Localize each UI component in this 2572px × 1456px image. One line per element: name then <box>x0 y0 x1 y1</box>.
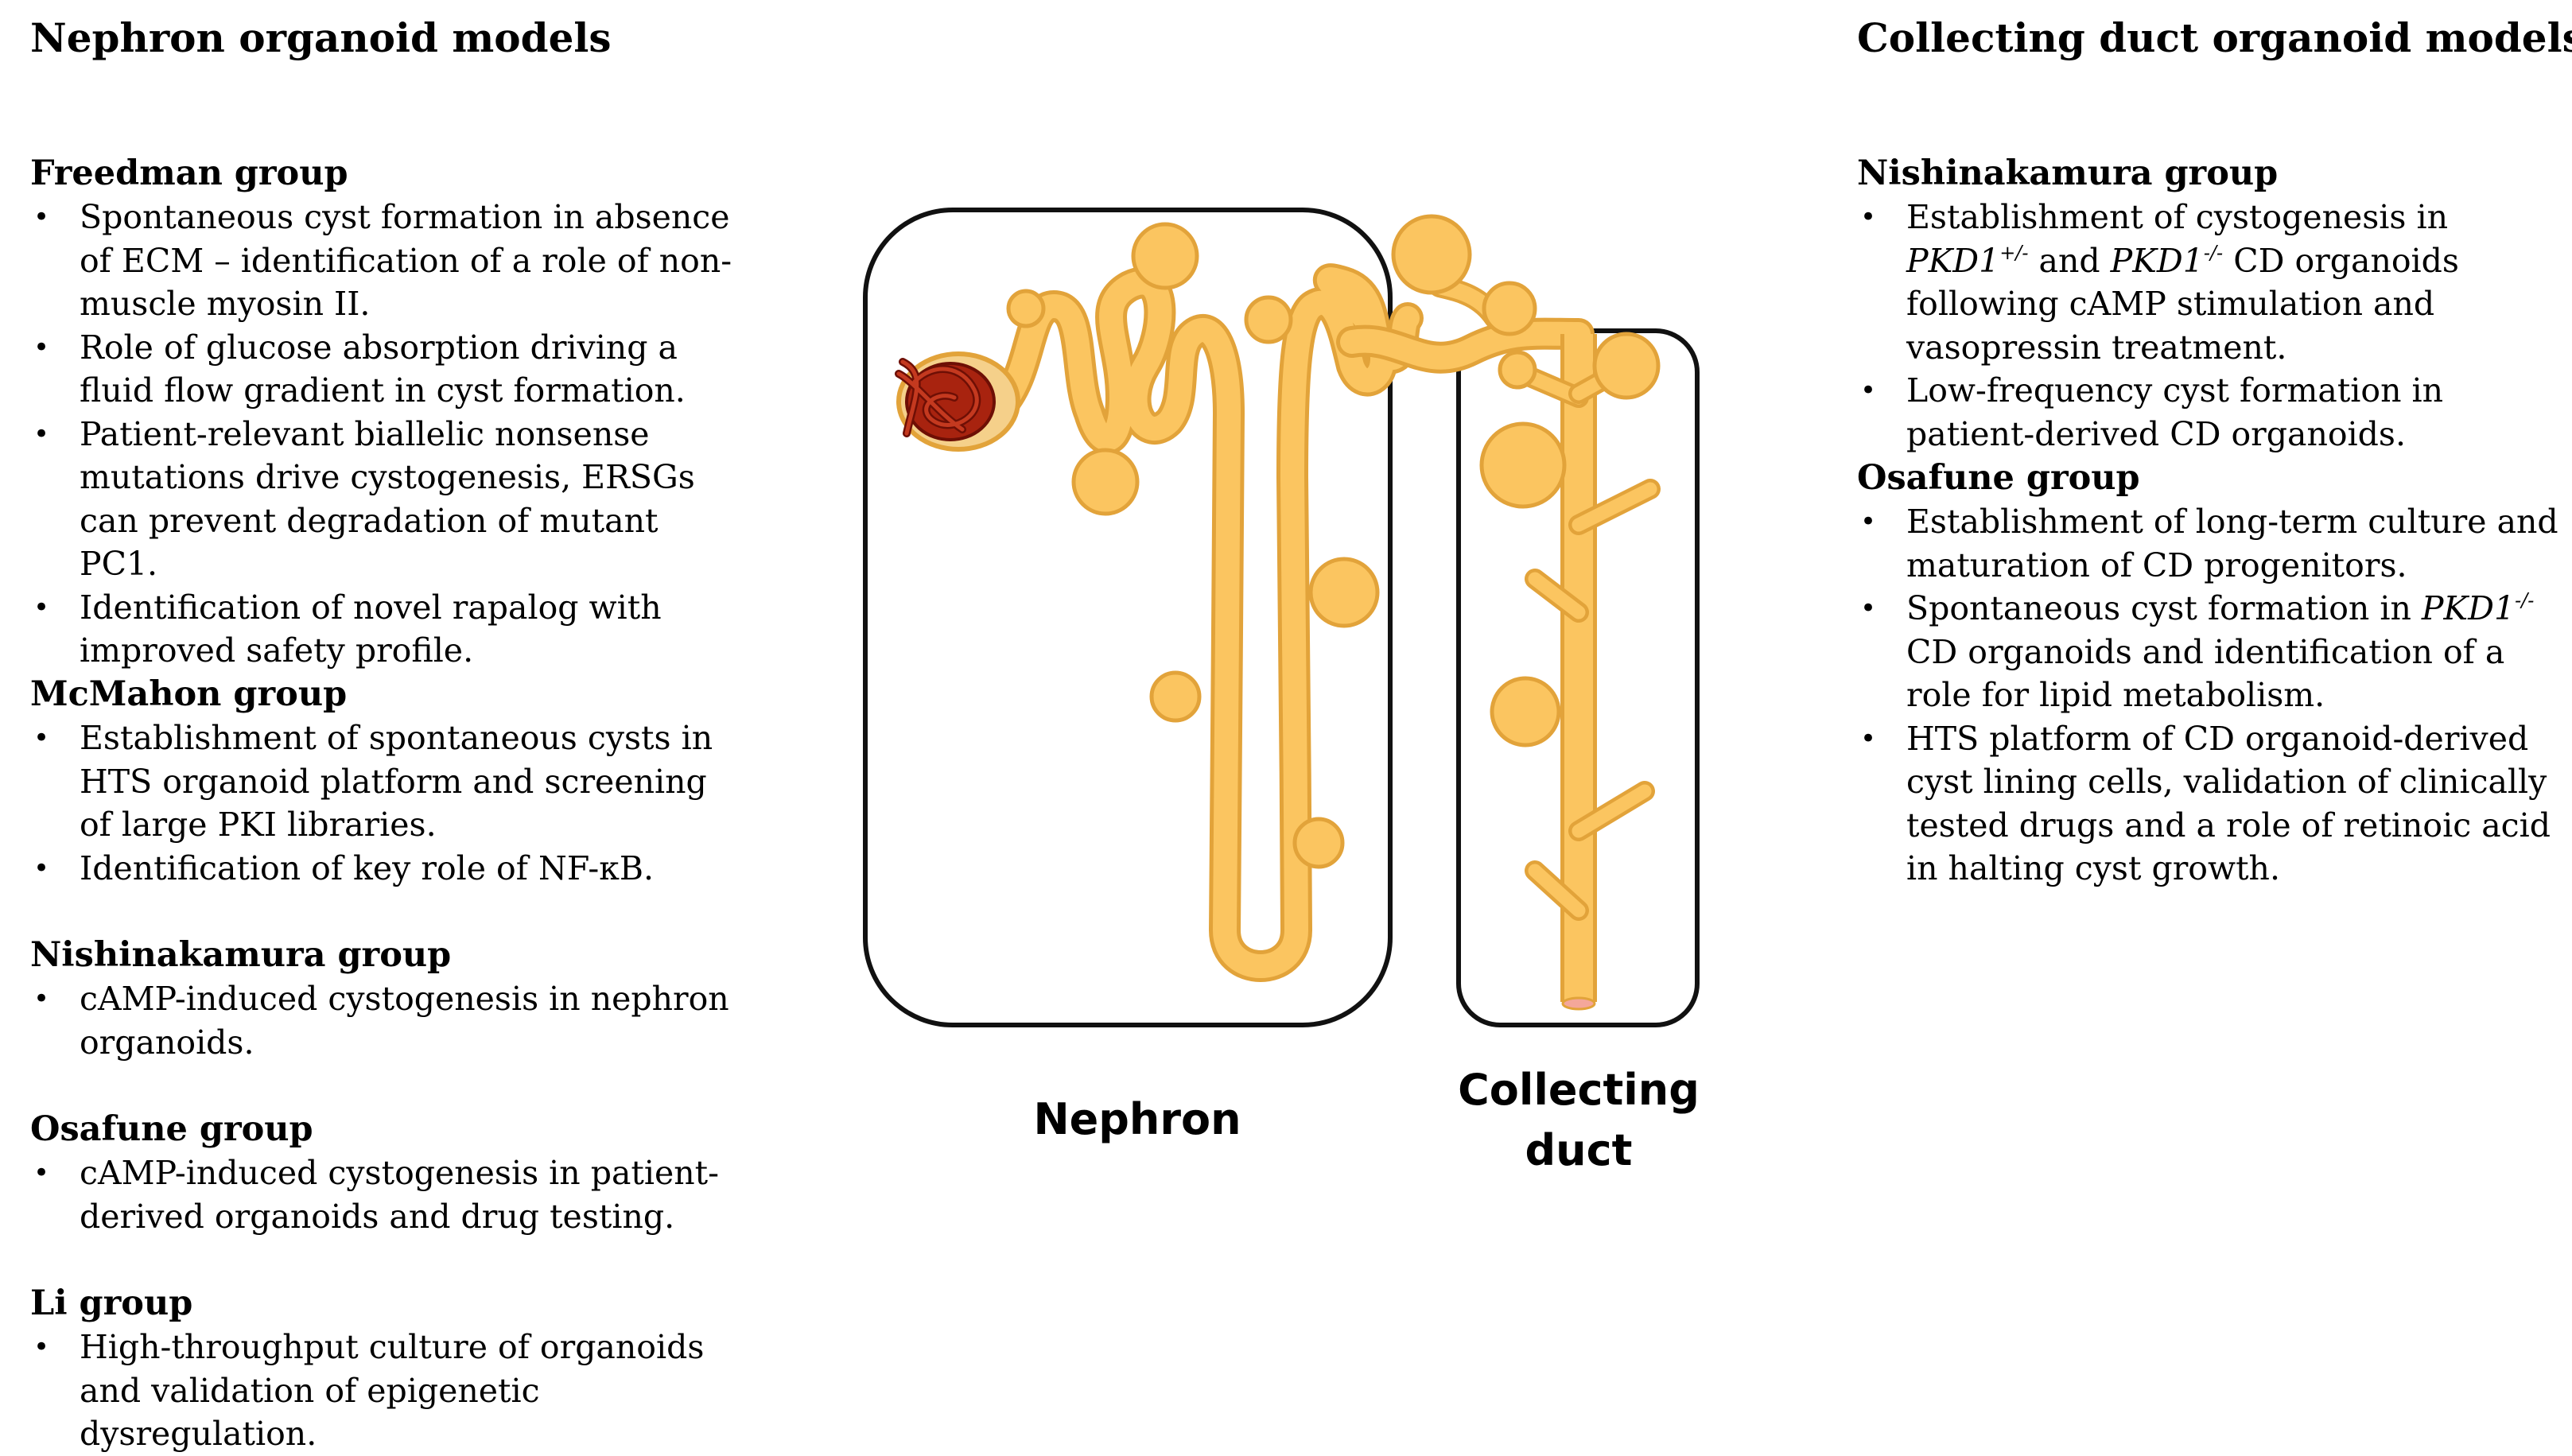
list-item: Patient-relevant biallelic nonsense muta… <box>30 413 746 586</box>
nephron-collecting-duct-diagram <box>863 208 1700 1027</box>
nishinakamura-cd-group-title: Nishinakamura group <box>1857 153 2279 193</box>
list-item: Identification of key role of NF-κB. <box>30 847 746 891</box>
collecting-duct-models-title: Collecting duct organoid models <box>1857 14 2572 61</box>
osafune-cd-group-title: Osafune group <box>1857 458 2140 498</box>
collecting-duct <box>1479 332 1661 1011</box>
collecting-duct-label-line2: duct <box>1525 1125 1633 1175</box>
freedman-group-title: Freedman group <box>30 153 348 193</box>
osafune-nephron-group-title: Osafune group <box>30 1109 313 1149</box>
nishinakamura-nephron-group-title: Nishinakamura group <box>30 935 452 975</box>
list-item: cAMP-induced cystogenesis in patient-der… <box>30 1151 746 1238</box>
nephron-tubule <box>982 263 1595 982</box>
list-item: Identification of novel rapalog with imp… <box>30 586 746 673</box>
li-group-list: High-throughput culture of organoids and… <box>30 1326 746 1456</box>
osafune-nephron-group-list: cAMP-induced cystogenesis in patient-der… <box>30 1151 746 1238</box>
cyst <box>1479 421 1567 509</box>
cyst <box>1482 281 1537 336</box>
cyst <box>1149 670 1202 723</box>
list-item: Establishment of spontaneous cysts in HT… <box>30 716 746 847</box>
cyst <box>1006 289 1046 328</box>
nephron-models-title: Nephron organoid models <box>30 14 612 61</box>
list-item: Spontaneous cyst formation in PKD1-/- CD… <box>1857 587 2572 717</box>
osafune-cd-group-list: Establishment of long-term culture and m… <box>1857 500 2572 891</box>
list-item: Spontaneous cyst formation in absence of… <box>30 196 746 326</box>
cyst <box>1292 817 1345 869</box>
nishinakamura-nephron-group-list: cAMP-induced cystogenesis in nephron org… <box>30 977 746 1064</box>
cyst <box>1244 295 1293 344</box>
freedman-group-list: Spontaneous cyst formation in absence of… <box>30 196 746 673</box>
nephron-frame <box>863 208 1393 1027</box>
mcmahon-group-list: Establishment of spontaneous cysts in HT… <box>30 716 746 890</box>
nishinakamura-cd-group-list: Establishment of cystogenesis in PKD1+/-… <box>1857 196 2572 456</box>
list-item: HTS platform of CD organoid-derived cyst… <box>1857 717 2572 891</box>
list-item: Establishment of long-term culture and m… <box>1857 500 2572 587</box>
cyst <box>1071 448 1140 516</box>
nephron-cysts <box>1006 214 1537 869</box>
glomerulus <box>895 351 1020 452</box>
collecting-duct-label-line1: Collecting <box>1458 1065 1700 1115</box>
list-item: Low-frequency cyst formation in patient-… <box>1857 369 2572 456</box>
cyst <box>1498 350 1537 390</box>
cyst <box>1391 214 1472 295</box>
list-item: cAMP-induced cystogenesis in nephron org… <box>30 977 746 1064</box>
cyst <box>1592 332 1661 400</box>
mcmahon-group-title: McMahon group <box>30 674 348 714</box>
list-item: Role of glucose absorption driving a flu… <box>30 326 746 413</box>
cyst <box>1131 222 1199 290</box>
list-item: High-throughput culture of organoids and… <box>30 1326 746 1456</box>
list-item: Establishment of cystogenesis in PKD1+/-… <box>1857 196 2572 369</box>
cyst <box>1490 676 1561 747</box>
nephron-label: Nephron <box>1033 1094 1241 1144</box>
cyst <box>1308 557 1380 628</box>
li-group-title: Li group <box>30 1283 193 1323</box>
